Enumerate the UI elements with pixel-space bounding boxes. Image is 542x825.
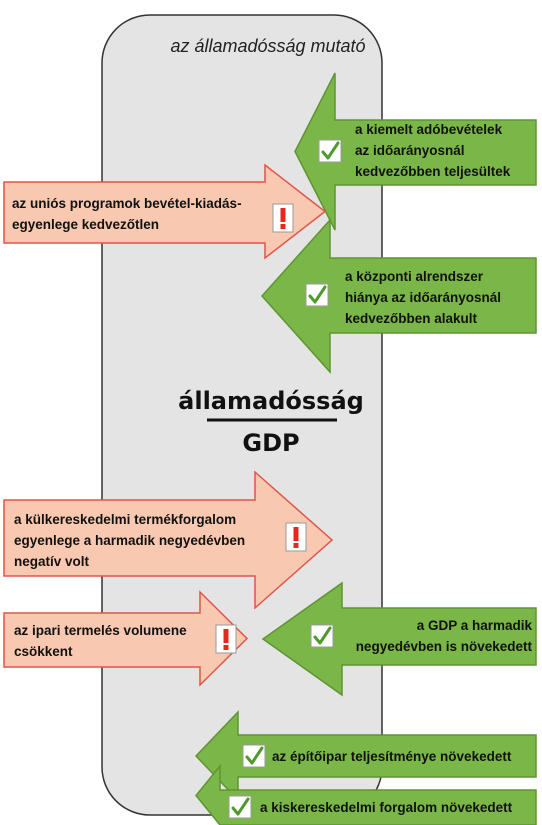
arrow-label-line: a GDP a harmadik	[417, 618, 533, 633]
ratio-numerator: államadósság	[178, 387, 364, 415]
arrow-label-line: kedvezőbben teljesültek	[355, 164, 511, 179]
arrow-label-line: az uniós programok bevétel-kiadás-	[12, 196, 242, 211]
arrow-label-line: a külkereskedelmi termékforgalom	[14, 512, 236, 527]
factor-arrow-1: a kiemelt adóbevételek az időarányosnál ke…	[294, 72, 537, 231]
arrow-label-line: egyenlege kedvezőtlen	[12, 217, 159, 232]
arrow-label-line: az ipari termelés volumene	[14, 623, 187, 638]
factor-arrow-8: a kiskereskedelmi forgalom növekedett	[195, 763, 537, 825]
arrow-label-line: negyedévben is növekedett	[356, 639, 533, 654]
check-icon	[228, 795, 252, 819]
arrow-label-line: kedvezőbben alakult	[345, 311, 478, 326]
factor-arrow-4: a külkereskedelmi termékforgalom egyenleg…	[3, 470, 334, 610]
check-icon	[318, 139, 342, 163]
positive-arrow-shape	[294, 72, 537, 231]
arrow-label-line: csökkent	[14, 644, 73, 659]
arrow-label-line: a kiskereskedelmi forgalom növekedett	[260, 800, 513, 815]
arrow-label-line: egyenlege a harmadik negyedévben	[14, 533, 245, 548]
negative-arrow-shape	[3, 590, 249, 687]
factor-arrow-3: a központi alrendszer hiánya az időarányo…	[260, 218, 537, 374]
factor-arrows: a kiemelt adóbevételek az időarányosnál ke…	[3, 72, 537, 825]
negative-arrow-shape	[3, 163, 327, 260]
negative-arrow-shape	[3, 470, 334, 610]
exclamation-icon	[285, 522, 307, 552]
check-icon	[310, 624, 334, 648]
factor-arrow-6: a GDP a harmadik negyedévben is növekedet…	[261, 581, 537, 697]
check-icon	[242, 744, 266, 768]
exclamation-icon	[215, 624, 237, 654]
positive-arrow-shape	[261, 581, 537, 697]
factor-arrow-7: az építőipar teljesítménye növekedett	[194, 710, 537, 802]
arrow-label-line: negatív volt	[14, 554, 90, 569]
check-icon	[305, 283, 329, 307]
positive-arrow-shape	[260, 218, 537, 374]
arrow-label-line: hiánya az időarányosnál	[345, 290, 501, 305]
exclamation-icon	[272, 203, 294, 233]
factor-arrow-2: az uniós programok bevétel-kiadás-egyenl…	[3, 163, 327, 260]
arrow-label-line: a központi alrendszer	[345, 269, 484, 284]
ratio-denominator: GDP	[242, 429, 299, 457]
arrow-label-line: az építőipar teljesítménye növekedett	[272, 749, 512, 764]
arrow-label-line: a kiemelt adóbevételek	[355, 122, 503, 137]
factor-arrow-5: az ipari termelés volumene csökkent	[3, 590, 249, 687]
panel-title: az államadósság mutató	[170, 36, 365, 56]
arrow-label-line: az időarányosnál	[355, 143, 465, 158]
positive-arrow-shape	[195, 763, 537, 825]
